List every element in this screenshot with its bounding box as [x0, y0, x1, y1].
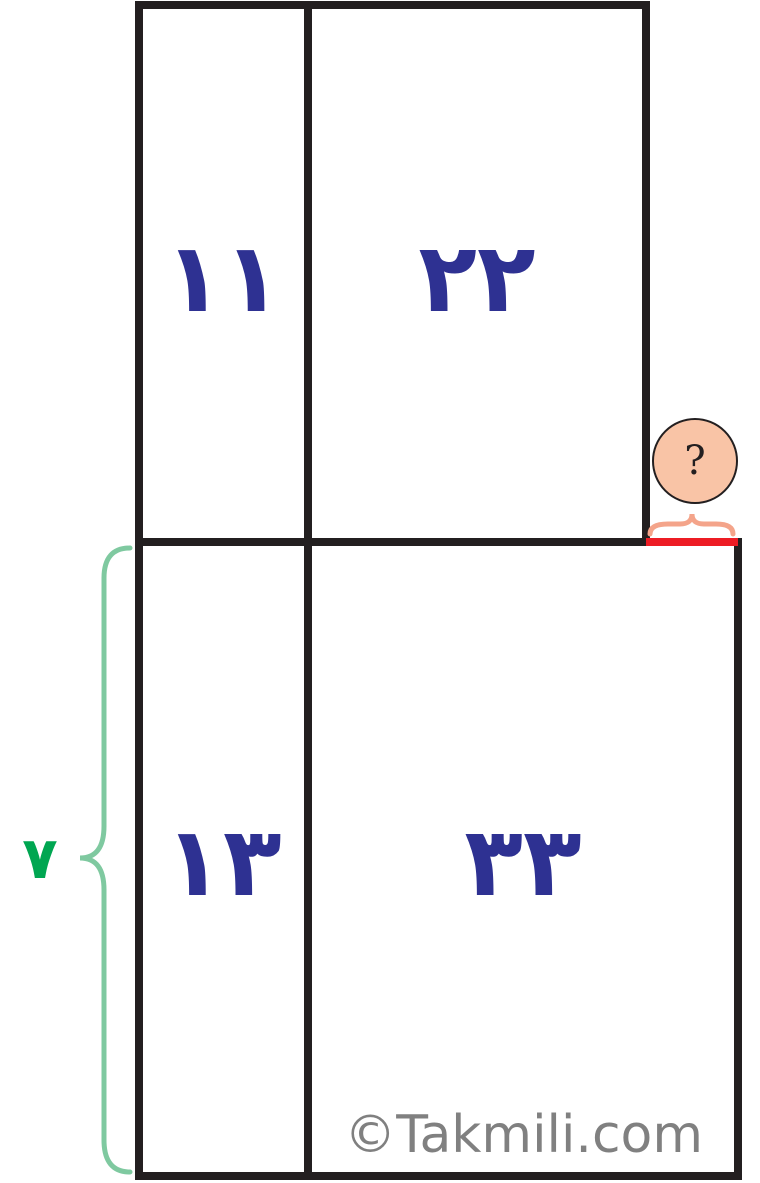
unknown-brace — [647, 513, 736, 537]
area-label-bottom-left: ۱۳ — [164, 806, 281, 918]
area-label-top-left: ۱۱ — [164, 222, 281, 334]
rect-bottom-right — [304, 538, 742, 1180]
question-circle — [652, 418, 738, 504]
question-mark: ? — [684, 438, 705, 484]
side-brace — [79, 545, 133, 1175]
area-label-top-right: ۲۲ — [418, 222, 535, 334]
area-label-bottom-right: ۳۳ — [464, 806, 581, 918]
rectangle-grid — [135, 1, 742, 1180]
watermark-text: ©Takmili.com — [344, 1105, 703, 1165]
side-length-label: ۷ — [22, 824, 57, 892]
